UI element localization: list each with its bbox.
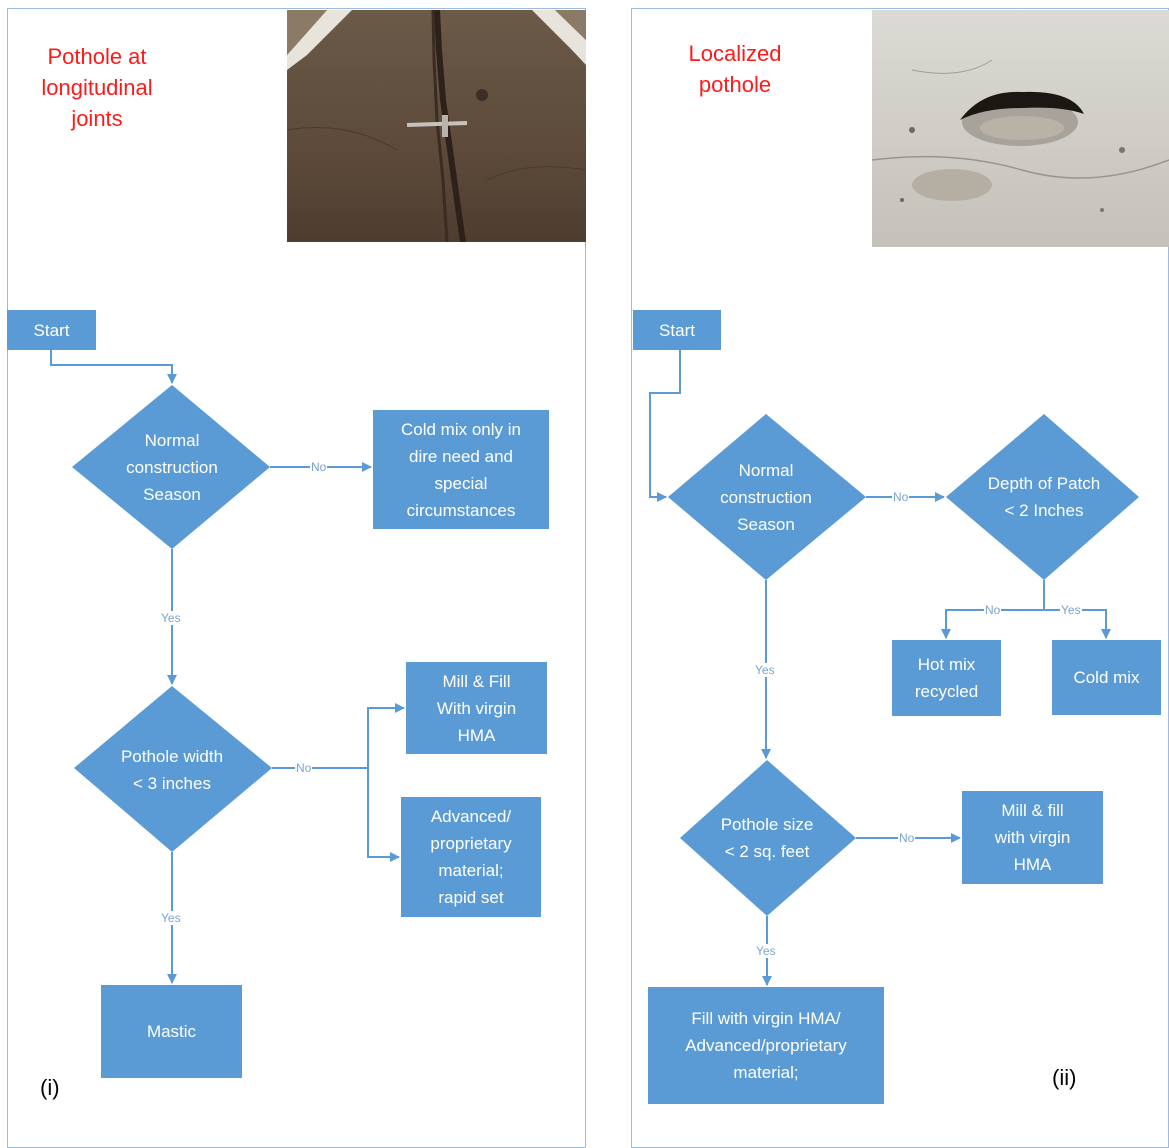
panel-label-i: (i): [40, 1075, 60, 1100]
left-edge-no-2: No: [295, 761, 313, 775]
right-edge-no-depth: No: [984, 603, 1002, 617]
right-depth-decision: [946, 414, 1139, 580]
right-mill-fill-node: [962, 791, 1103, 884]
right-cold-mix-node: [1052, 640, 1161, 715]
left-start-node: [7, 310, 96, 350]
right-arrow-start-season: [649, 350, 681, 502]
left-edge-yes-1: Yes: [160, 611, 182, 625]
right-edge-yes-2: Yes: [755, 944, 777, 958]
right-fill-virgin-node: [648, 987, 884, 1104]
left-width-decision: [74, 686, 272, 852]
right-arrow-depth-no: [941, 609, 1044, 639]
left-arrow-to-mill-fill: [367, 703, 405, 768]
left-title: Pothole at longitudinal joints: [41, 44, 153, 131]
right-start-node: [633, 310, 721, 350]
left-mill-fill-node: [406, 662, 547, 754]
left-edge-no-1: No: [310, 460, 328, 474]
longitudinal-joint-photo: [287, 10, 586, 242]
left-arrow-start-season: [50, 350, 177, 384]
right-size-decision: [680, 760, 856, 916]
left-arrow-to-advanced: [367, 768, 400, 862]
right-title: Localized pothole: [688, 41, 782, 97]
panel-label-ii: (ii): [1052, 1065, 1077, 1090]
left-season-decision: [72, 385, 270, 549]
right-edge-no-2: No: [898, 831, 916, 845]
left-cold-mix-node: [373, 410, 549, 529]
left-edge-yes-2: Yes: [160, 911, 182, 925]
right-season-decision: [668, 414, 866, 580]
right-hot-mix-node: [892, 640, 1001, 716]
right-edge-yes-depth: Yes: [1060, 603, 1082, 617]
left-mastic-node: [101, 985, 242, 1078]
left-advanced-node: [401, 797, 541, 917]
localized-pothole-photo: [872, 10, 1169, 247]
right-edge-no-1: No: [892, 490, 910, 504]
right-edge-yes-1: Yes: [754, 663, 776, 677]
